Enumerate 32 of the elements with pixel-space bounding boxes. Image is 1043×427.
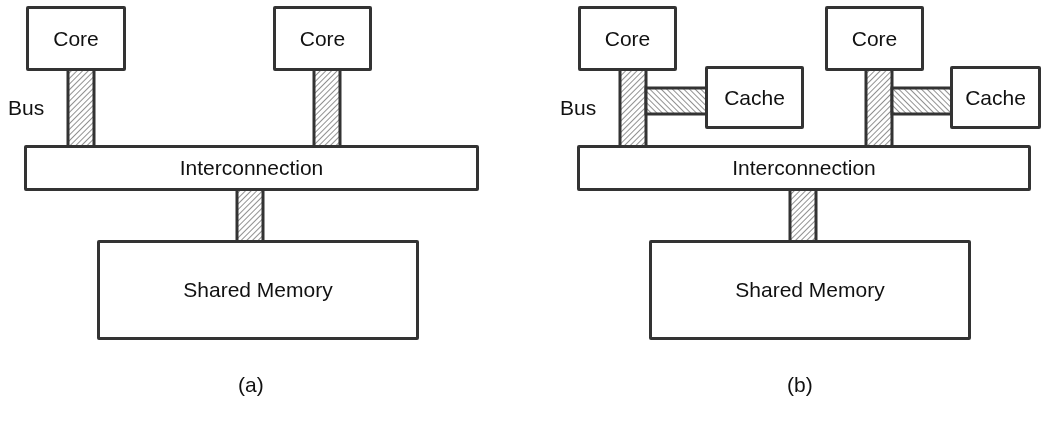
component-box (97, 240, 419, 340)
bus-bar (890, 86, 953, 116)
box-label: Core (299, 26, 346, 51)
component-box (578, 6, 677, 71)
bus-bar (312, 68, 342, 148)
component-box (273, 6, 372, 71)
box-label: Interconnection (732, 156, 876, 180)
box-label: Cache (965, 85, 1026, 110)
box-label: Cache (724, 85, 785, 110)
bus-bar (618, 68, 648, 148)
bus-label: Bus (560, 96, 597, 120)
box-label: Shared Memory (735, 278, 885, 302)
component-box (24, 145, 479, 191)
component-box (825, 6, 924, 71)
component-box (649, 240, 971, 340)
component-box (950, 66, 1041, 129)
panel-label: (b) (787, 373, 813, 397)
box-label: Core (53, 26, 99, 51)
component-box (26, 6, 126, 71)
box-label: Shared Memory (183, 278, 333, 302)
bus-label: Bus (8, 96, 45, 120)
box-label: Interconnection (179, 156, 324, 180)
bus-bar (864, 68, 894, 148)
component-box (705, 66, 804, 129)
bus-bar (235, 188, 265, 243)
box-label: Core (851, 26, 898, 51)
panel-label: (a) (238, 373, 264, 397)
box-label: Core (604, 26, 651, 51)
bus-bar (644, 86, 708, 116)
component-box (577, 145, 1031, 191)
bus-bar (788, 188, 818, 243)
bus-bar (66, 68, 96, 148)
